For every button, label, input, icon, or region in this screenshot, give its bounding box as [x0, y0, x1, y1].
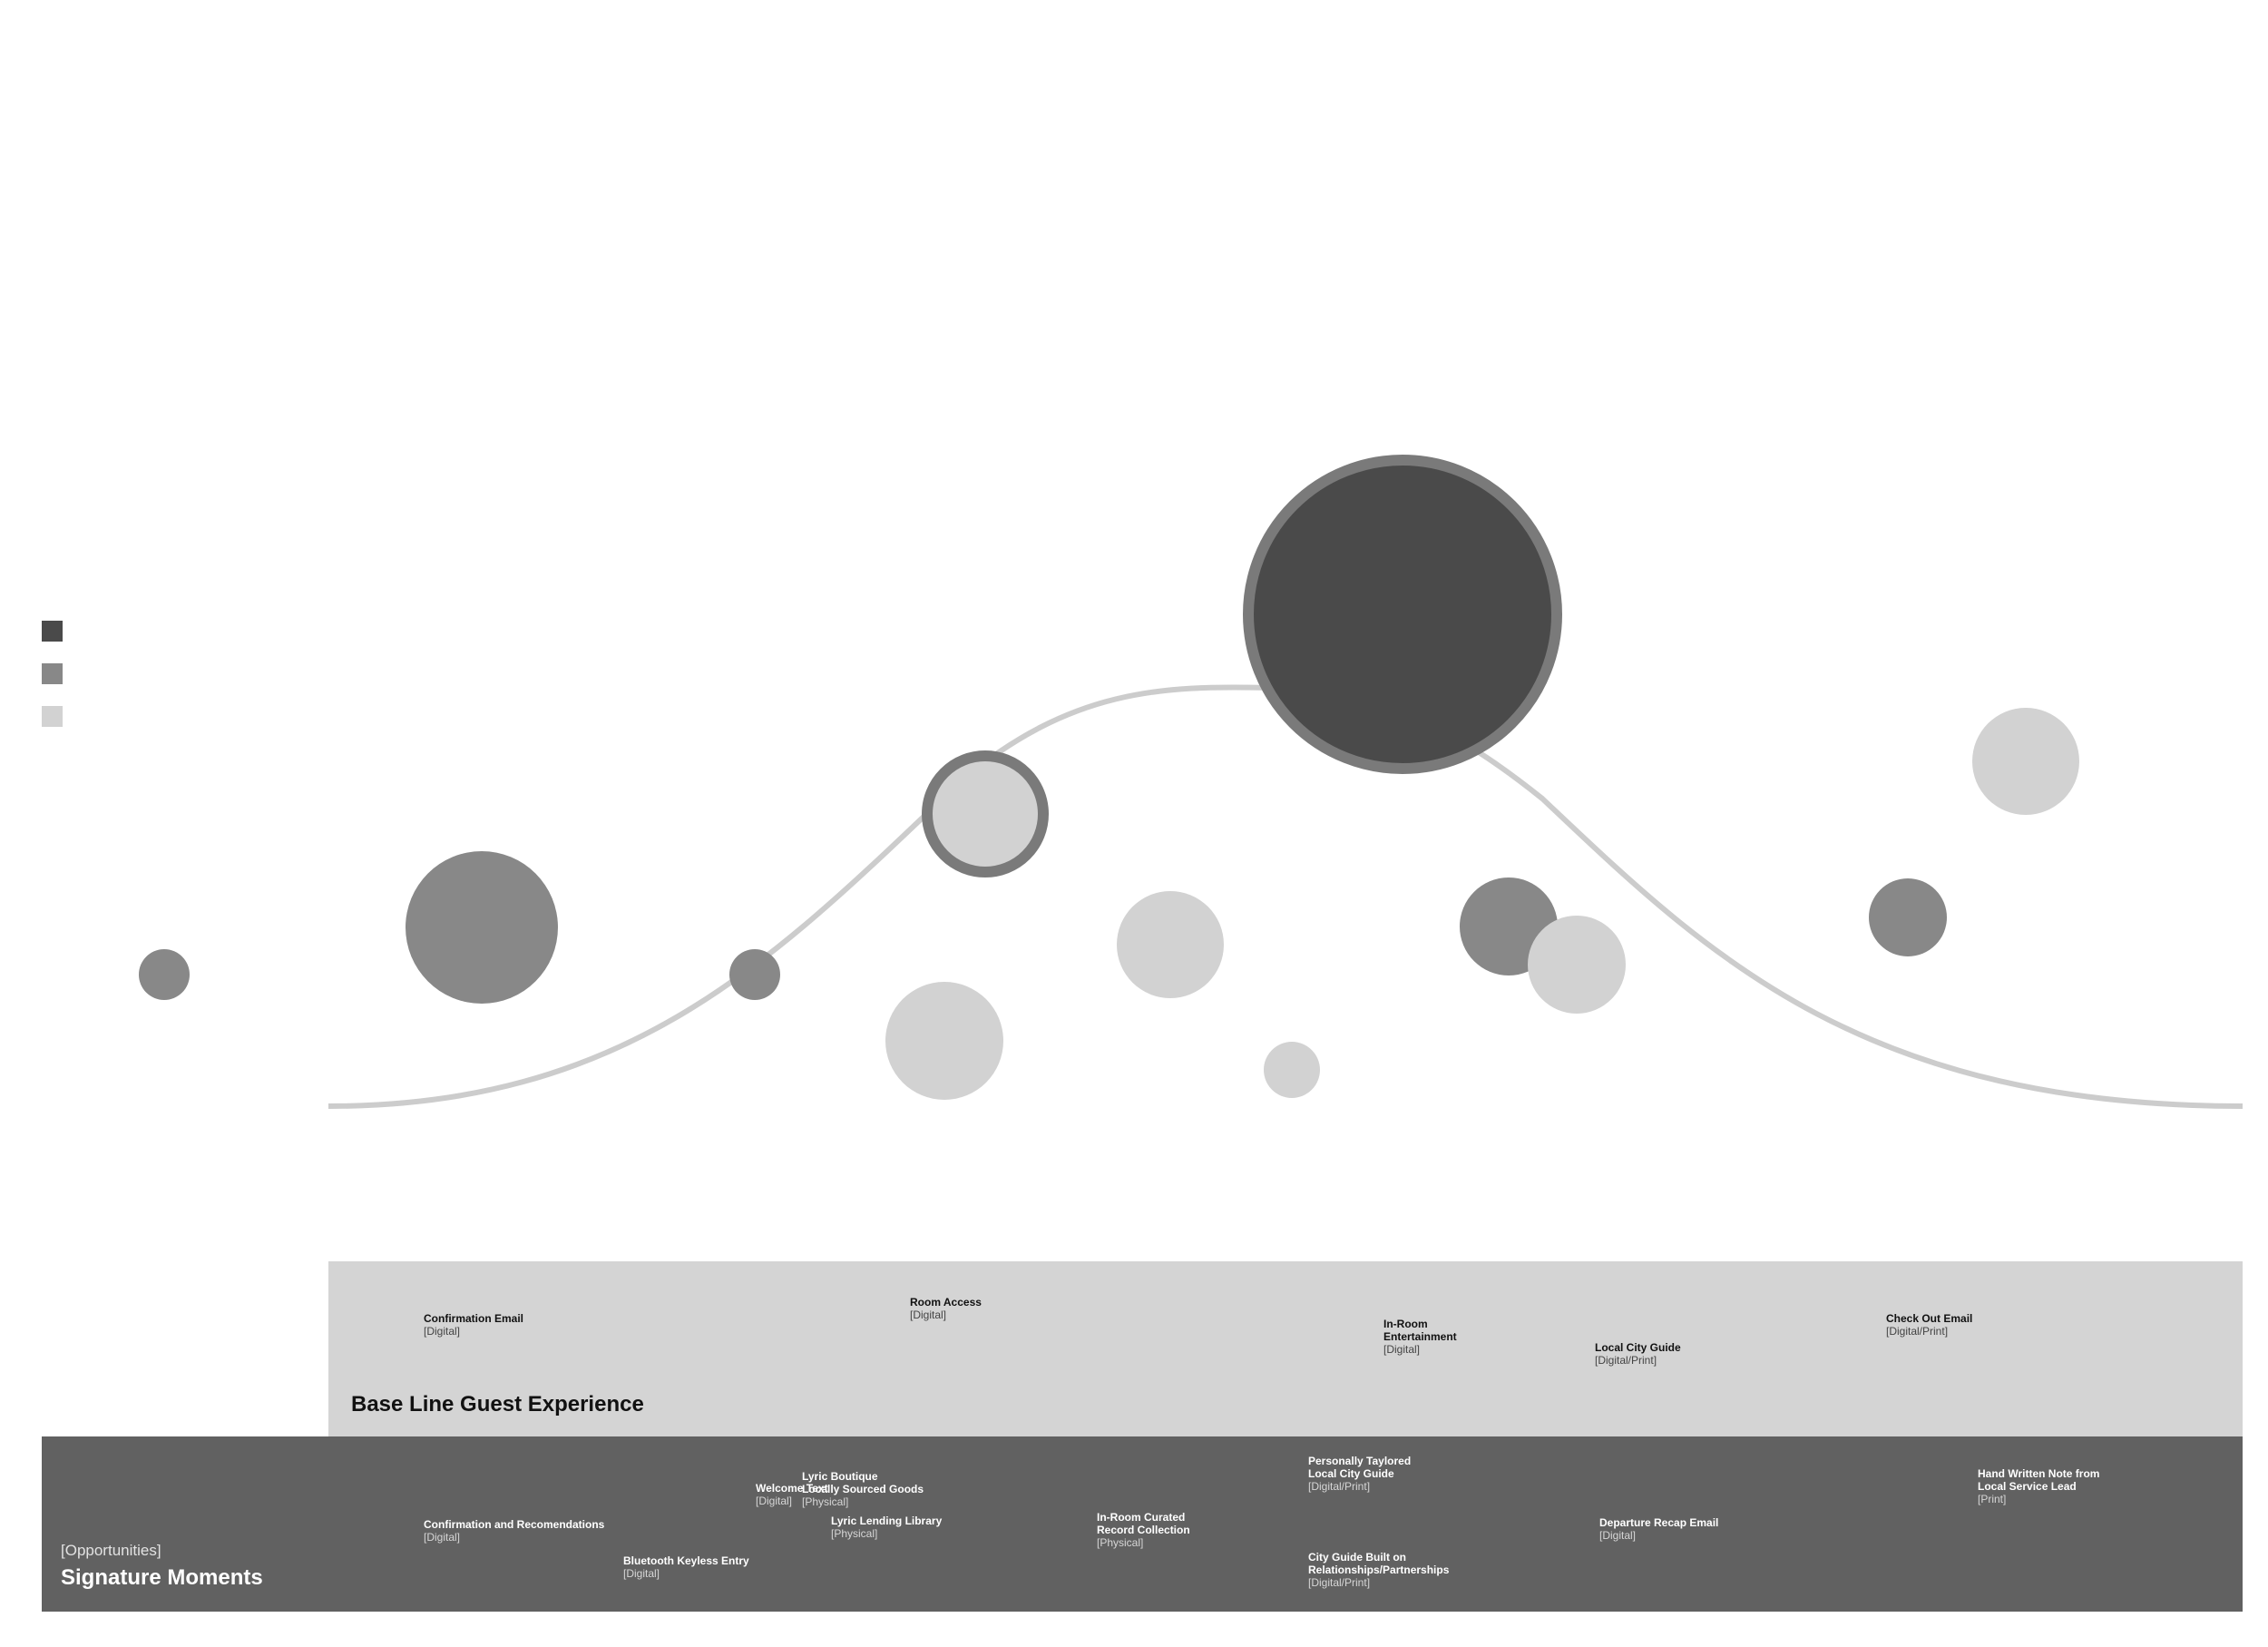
touchpoint-channel-tag: [Digital]: [424, 1531, 461, 1544]
touchpoint-channel-tag: [Digital]: [1383, 1343, 1421, 1356]
signature-touchpoint: Bluetooth Keyless Entry[Digital]: [623, 1554, 749, 1580]
touchpoint-channel-tag: [Physical]: [831, 1527, 878, 1540]
touchpoint-channel-tag: [Digital/Print]: [1308, 1480, 1371, 1493]
baseline-touchpoint: Room Access[Digital]: [910, 1296, 982, 1321]
touchpoint-title: Relationships/Partnerships: [1308, 1564, 1450, 1576]
signature-touchpoint: Lyric Lending Library[Physical]: [831, 1515, 942, 1540]
bubble-2: [406, 851, 558, 1004]
bubble-6: [1117, 891, 1224, 998]
baseline-touchpoint: Local City Guide[Digital/Print]: [1595, 1341, 1681, 1367]
legend-swatch-2: [42, 663, 63, 684]
touchpoint-channel-tag: [Digital]: [623, 1567, 660, 1580]
signature-band: [Opportunities] Signature Moments Confir…: [42, 1436, 2243, 1612]
touchpoint-channel-tag: [Digital]: [910, 1309, 947, 1321]
touchpoint-title: Confirmation Email: [424, 1312, 524, 1325]
touchpoint-title: In-Room Curated: [1097, 1511, 1186, 1524]
signature-touchpoint: Departure Recap Email[Digital]: [1599, 1516, 1718, 1542]
legend-swatch-3: [42, 706, 63, 727]
signature-kicker: [Opportunities]: [61, 1542, 161, 1559]
bubble-5: [922, 750, 1049, 877]
touchpoint-channel-tag: [Digital/Print]: [1595, 1354, 1657, 1367]
bubble-1: [139, 949, 190, 1000]
touchpoint-title: Personally Taylored: [1308, 1455, 1412, 1467]
touchpoint-title: Locally Sourced Goods: [802, 1483, 924, 1495]
bubble-4: [885, 982, 1003, 1100]
touchpoint-channel-tag: [Digital/Print]: [1308, 1576, 1371, 1589]
bubble-layer: [139, 455, 2079, 1100]
touchpoint-title: Welcome Text: [756, 1482, 828, 1495]
touchpoint-channel-tag: [Digital]: [756, 1495, 793, 1507]
touchpoint-channel-tag: [Physical]: [1097, 1536, 1144, 1549]
touchpoint-title: Entertainment: [1383, 1330, 1457, 1343]
touchpoint-title: Departure Recap Email: [1599, 1516, 1719, 1529]
touchpoint-channel-tag: [Digital]: [1599, 1529, 1637, 1542]
bubble-8: [1243, 455, 1562, 774]
touchpoint-channel-tag: [Digital/Print]: [1886, 1325, 1949, 1338]
signature-touchpoint: Confirmation and Recomendations[Digital]: [424, 1518, 604, 1544]
bubble-10: [1528, 916, 1626, 1014]
baseline-touchpoint: Confirmation Email[Digital]: [424, 1312, 523, 1338]
bubble-11: [1869, 878, 1947, 956]
touchpoint-title: Bluetooth Keyless Entry: [623, 1554, 749, 1567]
touchpoint-title: Hand Written Note from: [1978, 1467, 2100, 1480]
touchpoint-channel-tag: [Digital]: [424, 1325, 461, 1338]
touchpoint-title: Lyric Lending Library: [831, 1515, 943, 1527]
touchpoint-title: Room Access: [910, 1296, 982, 1309]
touchpoint-title: Confirmation and Recomendations: [424, 1518, 605, 1531]
touchpoint-title: Local Service Lead: [1978, 1480, 2077, 1493]
baseline-touchpoint: Check Out Email[Digital/Print]: [1886, 1312, 1972, 1338]
baseline-band: Base Line Guest Experience Confirmation …: [328, 1261, 2243, 1436]
touchpoint-title: City Guide Built on: [1308, 1551, 1406, 1564]
touchpoint-channel-tag: [Physical]: [802, 1495, 849, 1508]
touchpoint-title: In-Room: [1383, 1318, 1428, 1330]
touchpoint-title: Record Collection: [1097, 1524, 1190, 1536]
signature-title: Signature Moments: [61, 1565, 263, 1590]
legend-swatch-1: [42, 621, 63, 642]
bubble-12: [1972, 708, 2079, 815]
touchpoint-channel-tag: [Print]: [1978, 1493, 2007, 1505]
baseline-title: Base Line Guest Experience: [351, 1392, 644, 1417]
bubble-7: [1264, 1042, 1320, 1098]
touchpoint-title: Local City Guide: [1595, 1341, 1681, 1354]
touchpoint-title: Check Out Email: [1886, 1312, 1973, 1325]
bubble-3: [729, 949, 780, 1000]
touchpoint-title: Local City Guide: [1308, 1467, 1394, 1480]
signature-touchpoint: Welcome Text[Digital]: [756, 1482, 828, 1507]
touchpoint-title: Lyric Boutique: [802, 1470, 878, 1483]
